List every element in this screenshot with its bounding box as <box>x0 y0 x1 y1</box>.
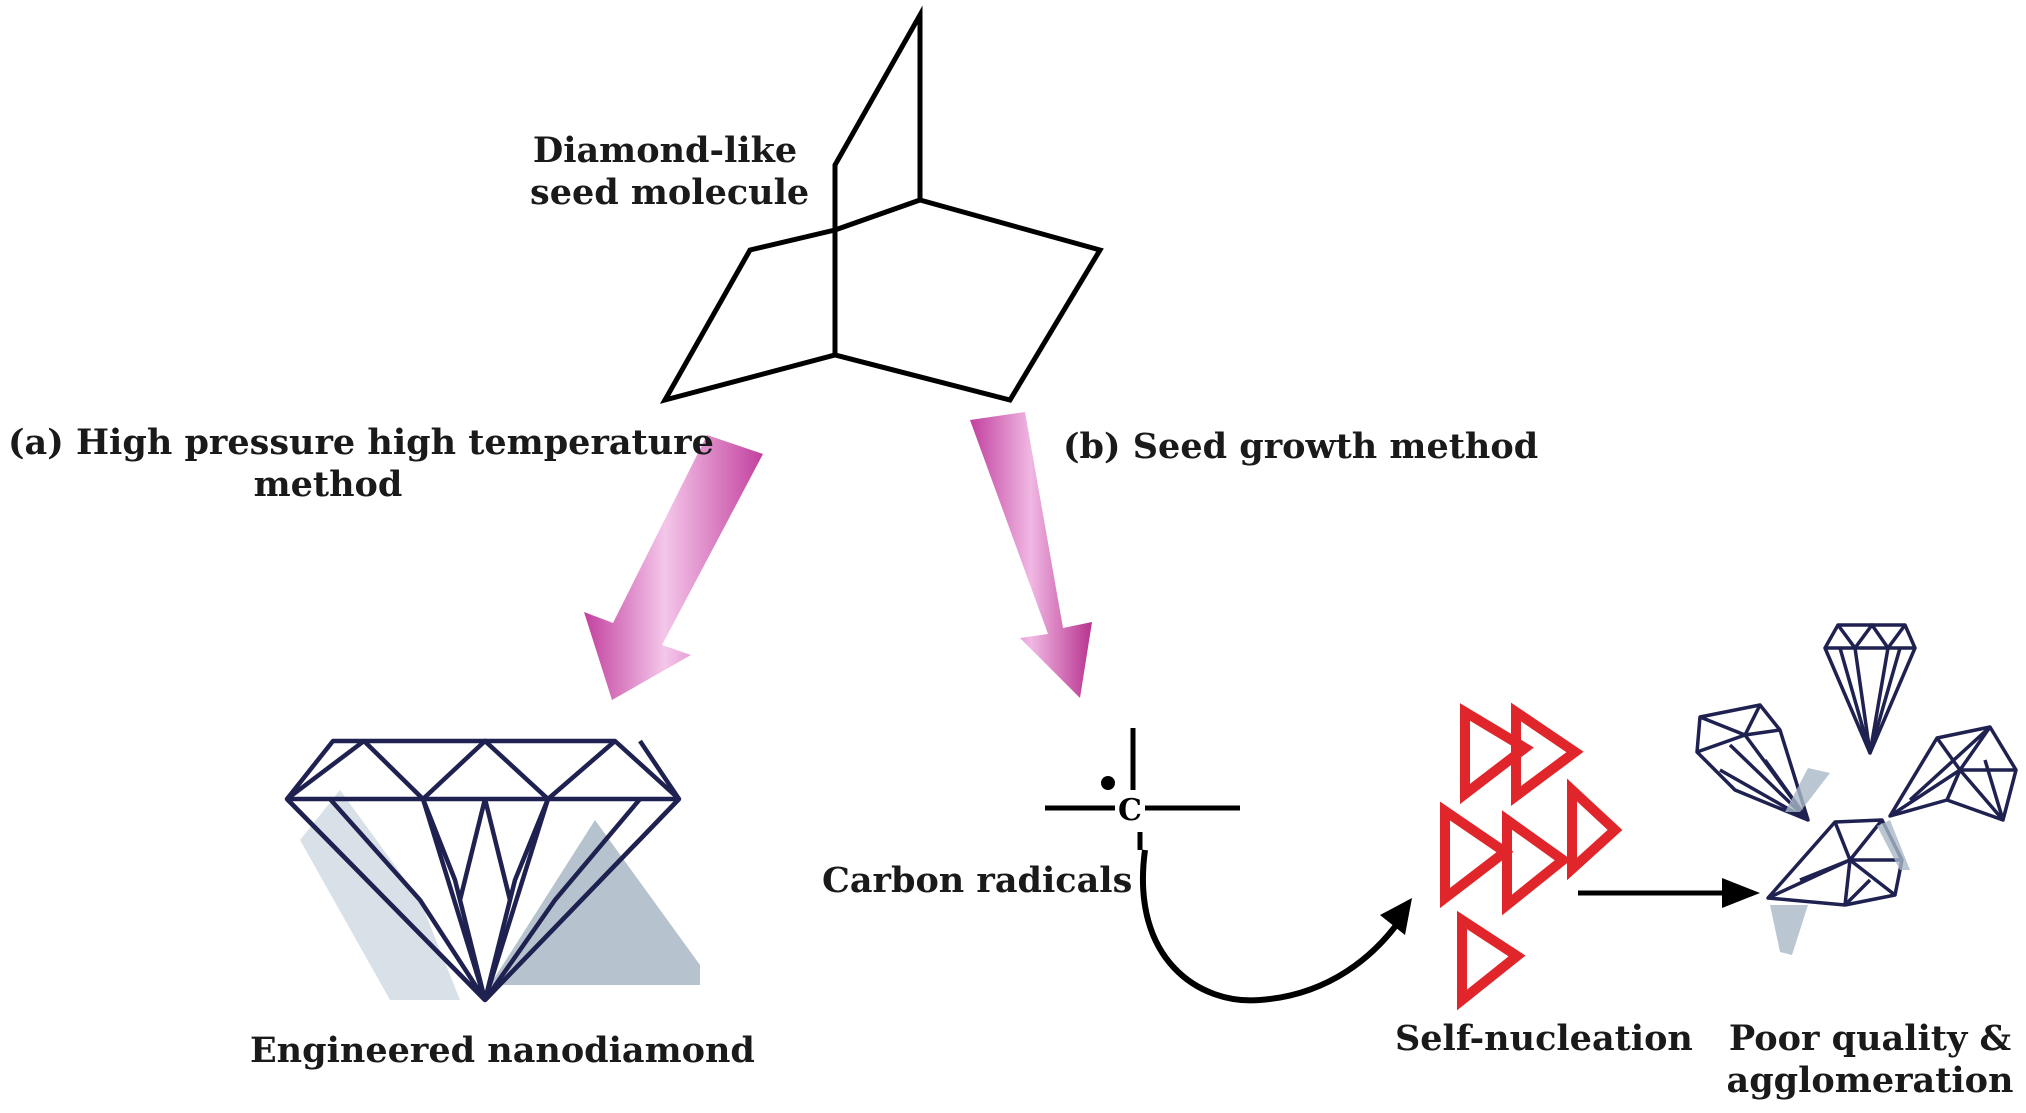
curved-arrow-icon <box>1140 849 1403 1004</box>
method-a-line1: (a) High pressure high temperature <box>8 422 714 463</box>
poor-quality-line2: agglomeration <box>1726 1060 2014 1101</box>
method-a-line2: method <box>253 464 403 505</box>
method-a-label: (a) High pressure high temperature metho… <box>8 422 714 506</box>
carbon-radical-icon <box>1045 728 1240 850</box>
method-b-label: (b) Seed growth method <box>1063 426 1539 467</box>
bicyclo-molecule-icon <box>659 5 1104 404</box>
poor-quality-label: Poor quality & agglomeration <box>1720 1018 2020 1102</box>
straight-arrowhead-icon <box>1722 878 1760 908</box>
seed-molecule-label: Diamond-like seed molecule <box>530 130 810 214</box>
diamond-icon <box>284 738 700 1003</box>
self-nucleation-label: Self-nucleation <box>1395 1018 1693 1059</box>
triangle-nucleus-icon <box>1440 702 1623 1011</box>
diamond-cluster-icon <box>1695 623 2018 907</box>
seed-molecule-line1: Diamond-like <box>532 130 798 171</box>
seed-molecule-line2: seed molecule <box>530 172 810 213</box>
carbon-atom-label: C <box>1118 793 1142 828</box>
arrowhead-icon <box>1380 898 1412 935</box>
diamond-cluster-shadow <box>1770 768 1910 955</box>
gradient-arrow-icon <box>584 435 763 700</box>
carbon-radicals-label: Carbon radicals <box>822 860 1133 901</box>
poor-quality-line1: Poor quality & <box>1728 1018 2012 1059</box>
gradient-arrow-icon <box>970 412 1092 698</box>
nanodiamond-label: Engineered nanodiamond <box>250 1030 755 1071</box>
